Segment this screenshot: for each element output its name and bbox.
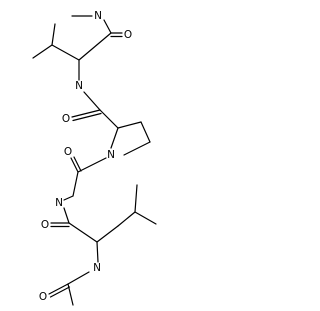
- bond-val-cb-methyl1: [32, 44, 53, 59]
- atom-n-proline: N: [107, 149, 115, 161]
- bond-pro-n-gly-carbonyl: [77, 157, 107, 173]
- bond-pro-ring-a: [110, 127, 119, 149]
- chemical-structure-diagram: N O N O N O N O N O: [32, 10, 157, 306]
- atom-n-glycine: N: [55, 197, 63, 209]
- bond-acetyl-carbonyl-o: [48, 283, 69, 295]
- bond-leu-carbonyl-alpha: [68, 222, 98, 243]
- atom-o-glycine-carbonyl: O: [64, 146, 72, 158]
- bond-leu-cb-cg: [117, 211, 136, 227]
- bond-gly-n-leu-carbonyl: [63, 207, 70, 224]
- atom-o-leucine-carbonyl: O: [41, 219, 49, 231]
- atom-o-proline-carbonyl: O: [62, 113, 70, 125]
- bond-leu-n-acetyl-carbonyl: [67, 271, 90, 285]
- atom-n-methylamide: N: [94, 10, 102, 22]
- atom-o-acetyl: O: [39, 291, 47, 303]
- bond-gly-ch2-n: [63, 195, 74, 201]
- atom-o-terminal-amide: O: [124, 29, 132, 41]
- atom-n-leucine-amide: N: [93, 262, 101, 274]
- bond-gly-carbonyl-ch2: [72, 171, 79, 197]
- atom-n-valine-amide: N: [75, 80, 83, 92]
- bonds: [32, 15, 157, 306]
- bond-val-n-pro-carbonyl: [83, 91, 101, 111]
- bond-carbonyl-valine-alpha: [78, 32, 112, 61]
- bond-gly-carbonyl-o: [70, 157, 79, 173]
- bond-pro-ring-c: [140, 121, 151, 143]
- bond-acetyl-carbonyl-o-double: [49, 286, 71, 298]
- bond-leu-alpha-n: [96, 241, 99, 263]
- bond-pro-carbonyl-alpha: [99, 109, 119, 129]
- bond-pro-carbonyl-o-double: [72, 112, 102, 122]
- atom-labels: N O N O N O N O N O: [39, 10, 132, 303]
- bond-leu-alpha-cb: [96, 225, 119, 243]
- bond-pro-carbonyl-o: [71, 109, 101, 118]
- bond-leu-cg-methyl1: [134, 184, 138, 213]
- bond-val-alpha-cb: [51, 44, 80, 61]
- bond-gly-carbonyl-o-double: [73, 156, 82, 172]
- bond-pro-ring-d: [123, 141, 151, 156]
- bond-n-carbonyl: [103, 19, 112, 34]
- bond-val-cb-methyl2: [51, 23, 56, 46]
- bond-leu-cg-methyl2: [134, 211, 157, 225]
- bond-pro-ring-b: [117, 121, 142, 129]
